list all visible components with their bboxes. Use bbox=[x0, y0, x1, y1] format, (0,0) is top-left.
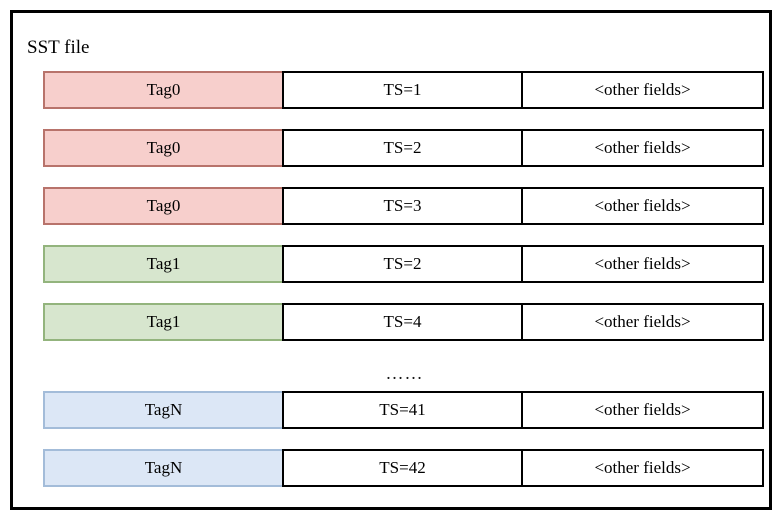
record-other-fields-cell: <other fields> bbox=[521, 449, 764, 487]
record-row: TagN TS=42 <other fields> bbox=[43, 449, 766, 487]
record-row: Tag1 TS=2 <other fields> bbox=[43, 245, 766, 283]
record-timestamp-cell: TS=2 bbox=[282, 245, 523, 283]
record-timestamp-cell: TS=3 bbox=[282, 187, 523, 225]
records-ellipsis: …… bbox=[385, 362, 424, 383]
sst-file-label: SST file bbox=[27, 37, 90, 58]
record-tag-cell: Tag0 bbox=[43, 71, 284, 109]
record-tag-cell: Tag0 bbox=[43, 129, 284, 167]
record-row: Tag0 TS=1 <other fields> bbox=[43, 71, 766, 109]
record-other-fields-cell: <other fields> bbox=[521, 303, 764, 341]
record-other-fields-cell: <other fields> bbox=[521, 391, 764, 429]
record-timestamp-cell: TS=4 bbox=[282, 303, 523, 341]
record-timestamp-cell: TS=1 bbox=[282, 71, 523, 109]
record-tag-cell: Tag1 bbox=[43, 245, 284, 283]
sst-file-container: SST file Tag0 TS=1 <other fields> Tag0 T… bbox=[10, 10, 772, 510]
record-tag-cell: Tag1 bbox=[43, 303, 284, 341]
record-row: Tag1 TS=4 <other fields> bbox=[43, 303, 766, 341]
record-tag-cell: TagN bbox=[43, 391, 284, 429]
record-other-fields-cell: <other fields> bbox=[521, 71, 764, 109]
record-other-fields-cell: <other fields> bbox=[521, 245, 764, 283]
record-tag-cell: Tag0 bbox=[43, 187, 284, 225]
record-row: TagN TS=41 <other fields> bbox=[43, 391, 766, 429]
record-tag-cell: TagN bbox=[43, 449, 284, 487]
record-other-fields-cell: <other fields> bbox=[521, 187, 764, 225]
record-row: Tag0 TS=2 <other fields> bbox=[43, 129, 766, 167]
record-timestamp-cell: TS=41 bbox=[282, 391, 523, 429]
record-other-fields-cell: <other fields> bbox=[521, 129, 764, 167]
record-timestamp-cell: TS=2 bbox=[282, 129, 523, 167]
record-row: Tag0 TS=3 <other fields> bbox=[43, 187, 766, 225]
record-timestamp-cell: TS=42 bbox=[282, 449, 523, 487]
